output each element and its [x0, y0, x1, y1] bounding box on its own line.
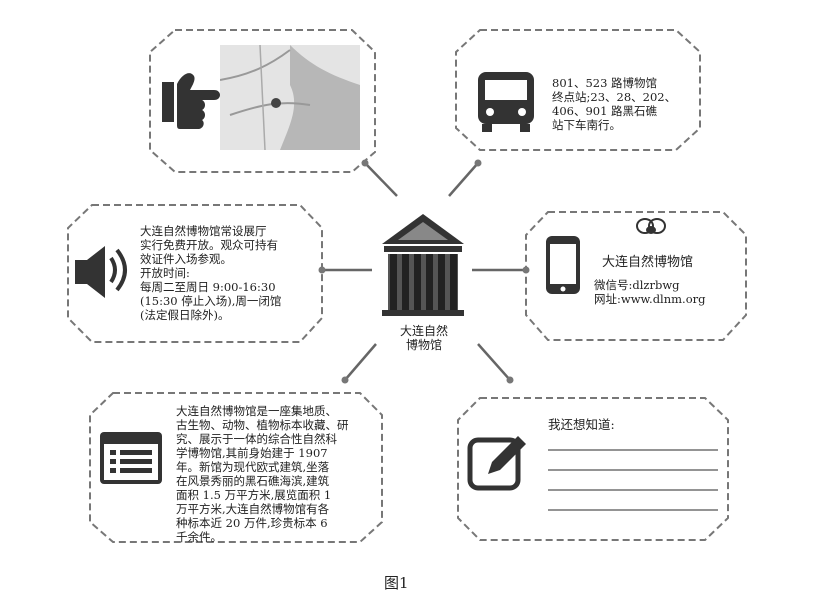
wechat-logo-icon — [636, 218, 666, 234]
connector-dot — [506, 376, 514, 384]
edit-icon — [467, 436, 526, 491]
question-box-frame — [457, 397, 729, 541]
answer-lines — [548, 449, 718, 511]
open-info-box-frame — [67, 204, 323, 343]
center-label-line1: 大连自然 — [400, 324, 449, 338]
bus-line: 406、901 路黑石礁 — [552, 104, 658, 118]
connector-bus — [448, 162, 479, 197]
connector-dot — [474, 159, 482, 167]
connector-dot — [522, 266, 530, 274]
map-image — [220, 45, 360, 150]
connector-dot — [318, 266, 326, 274]
contact-box-frame — [525, 211, 747, 341]
intro-line: 学博物馆,其前身始建于 1907 — [176, 446, 328, 460]
intro-line: 古生物、动物、植物标本收藏、研 — [176, 418, 349, 432]
contact-title: 大连自然博物馆 — [602, 255, 694, 270]
contact-website: 网址:www.dlnm.org — [594, 292, 706, 306]
question-prompt: 我还想知道: — [548, 417, 615, 432]
connector-dot — [341, 376, 349, 384]
connector-intro — [344, 343, 377, 381]
bus-text: 801、523 路博物馆 终点站;23、28、202、 406、901 路黑石礁… — [552, 76, 676, 132]
intro-line: 大连自然博物馆是一座集地质、 — [176, 404, 337, 418]
intro-line: 年。新馆为现代欧式建筑,坐落 — [176, 460, 330, 474]
bus-line: 站下车南行。 — [552, 118, 621, 132]
open-info-line: (15:30 停止入场),周一闭馆 — [140, 294, 282, 308]
open-info-line: (法定假日除外)。 — [140, 308, 230, 322]
center-label-line2: 博物馆 — [406, 338, 443, 352]
connector-dot — [361, 159, 369, 167]
intro-line: 万平方米,大连自然博物馆有各 — [176, 502, 330, 516]
bus-box-frame — [455, 29, 701, 151]
figure-caption: 图1 — [384, 574, 409, 592]
intro-line: 面积 1.5 万平方米,展览面积 1 — [176, 488, 332, 502]
connector-question — [477, 343, 511, 381]
intro-box-frame — [89, 392, 383, 543]
open-info-line: 大连自然博物馆常设展厅 — [140, 224, 267, 238]
intro-line: 种标本近 20 万件,珍贵标本 6 — [176, 516, 328, 530]
intro-text: 大连自然博物馆是一座集地质、 古生物、动物、植物标本收藏、研 究、展示于一体的综… — [176, 404, 349, 544]
connector-map — [364, 162, 398, 197]
list-icon — [100, 432, 162, 484]
map-box-frame — [149, 29, 376, 173]
museum-building-icon — [378, 210, 468, 320]
open-info-line: 开放时间: — [140, 266, 190, 280]
open-info-line: 效证件入场参观。 — [140, 252, 232, 266]
bus-icon — [478, 72, 534, 132]
bus-line: 终点站;23、28、202、 — [552, 90, 677, 104]
intro-line: 千余件。 — [176, 530, 222, 544]
pointing-hand-icon — [162, 73, 220, 129]
intro-line: 在风景秀丽的黑石礁海滨,建筑 — [176, 474, 330, 488]
intro-line: 究、展示于一体的综合性自然科 — [176, 432, 337, 446]
open-info-line: 每周二至周日 9:00-16:30 — [140, 280, 276, 294]
open-info-line: 实行免费开放。观众可持有 — [140, 238, 278, 252]
open-info-text: 大连自然博物馆常设展厅 实行免费开放。观众可持有 效证件入场参观。 开放时间: … — [140, 224, 281, 322]
phone-icon — [546, 236, 580, 294]
speaker-icon — [75, 246, 127, 298]
bus-line: 801、523 路博物馆 — [552, 76, 658, 90]
contact-wechat: 微信号:dlzrbwg — [594, 278, 680, 292]
map-thumbnail — [220, 45, 360, 150]
